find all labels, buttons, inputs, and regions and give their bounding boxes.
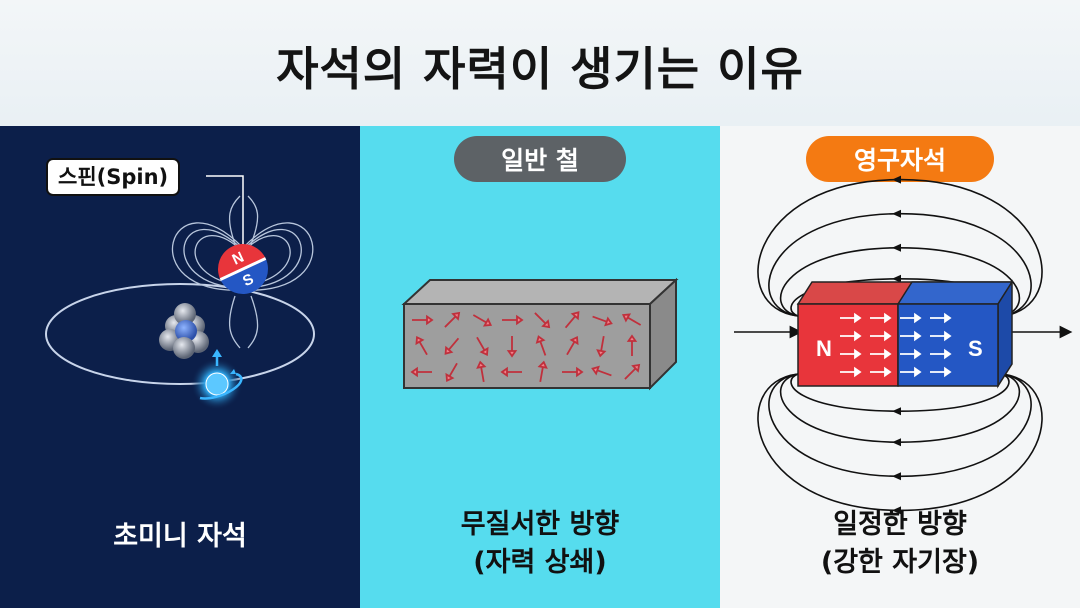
aligned-domain-arrows	[840, 312, 952, 378]
iron-caption: 무질서한 방향 (자력 상쇄)	[360, 506, 720, 582]
field-line-arrowhead	[892, 506, 901, 515]
domain-arrow	[444, 311, 461, 328]
field-line-arrowhead	[892, 175, 901, 184]
field-line-arrowhead	[892, 274, 901, 283]
field-line-arrowhead	[892, 243, 901, 252]
spin-leader-line	[206, 175, 244, 246]
aligned-arrow	[840, 366, 862, 378]
header: 자석의 자력이 생기는 이유	[0, 0, 1080, 126]
aligned-arrow	[900, 330, 922, 342]
magnetic-field-lines	[757, 175, 1043, 515]
spin-magnet: N S	[218, 244, 268, 294]
magnet-s-label: S	[968, 336, 983, 361]
domain-arrow	[415, 335, 428, 356]
domain-arrow	[591, 365, 612, 377]
magnet-n-label: N	[816, 336, 832, 361]
spin-label: 스핀(Spin)	[46, 158, 181, 196]
domain-arrow	[562, 366, 584, 378]
magnet-field-diagram: N S	[734, 175, 1073, 515]
domain-arrow	[596, 335, 607, 358]
aligned-arrow	[840, 348, 862, 360]
aligned-arrow	[840, 330, 862, 342]
aligned-arrow	[900, 312, 922, 324]
permanent-magnet-badge: 영구자석	[806, 136, 994, 182]
field-line-arrowhead	[892, 407, 901, 416]
domain-arrow	[410, 366, 432, 378]
domain-arrow	[412, 314, 434, 326]
iron-caption-line1: 무질서한 방향	[460, 509, 620, 540]
iron-caption-line2: (자력 상쇄)	[473, 547, 607, 578]
spin-field-lines	[172, 195, 314, 349]
domain-arrow	[621, 313, 642, 326]
aligned-arrow	[930, 312, 952, 324]
domain-arrow	[444, 337, 460, 355]
aligned-arrow	[870, 348, 892, 360]
iron-bar-diagram	[401, 277, 679, 391]
domain-arrow	[506, 336, 518, 358]
iron-bar-top	[401, 279, 679, 305]
electron	[191, 349, 243, 410]
field-line-arrowhead	[892, 209, 901, 218]
panel-spin: N S 스핀(Spin) 초미니 자석	[0, 126, 360, 608]
panel-permanent-magnet: 영구자석 N S 일정한 방향 (강한 자기장)	[720, 126, 1080, 608]
domain-arrow	[592, 315, 613, 327]
domain-arrow	[445, 362, 458, 383]
domain-arrow	[537, 360, 548, 383]
domain-arrow	[502, 314, 524, 326]
domain-arrow	[564, 311, 580, 329]
aligned-arrow	[870, 312, 892, 324]
domain-arrow	[566, 335, 579, 356]
aligned-arrow	[900, 366, 922, 378]
domain-arrow	[534, 312, 551, 329]
aligned-arrow	[900, 348, 922, 360]
panel-ordinary-iron: 일반 철 무질서한 방향 (자력 상쇄)	[360, 126, 720, 608]
domain-arrow	[535, 335, 547, 356]
domain-arrow	[472, 314, 493, 327]
random-domain-arrows	[410, 311, 642, 383]
aligned-arrow	[930, 366, 952, 378]
spin-caption: 초미니 자석	[113, 521, 247, 552]
magnet-caption-line2: (강한 자기장)	[820, 547, 980, 578]
domain-arrow	[624, 363, 641, 380]
aligned-arrow	[930, 330, 952, 342]
domain-arrow	[476, 336, 489, 357]
aligned-arrow	[870, 366, 892, 378]
iron-bar-front	[403, 303, 651, 389]
magnet-north-half	[797, 303, 899, 387]
domain-arrow	[500, 366, 522, 378]
aligned-arrow	[870, 330, 892, 342]
field-line-arrowhead	[892, 472, 901, 481]
ordinary-iron-badge: 일반 철	[454, 136, 626, 182]
domain-arrow	[476, 360, 487, 383]
field-line-arrowhead	[892, 438, 901, 447]
aligned-arrow	[930, 348, 952, 360]
domain-arrow	[626, 334, 638, 356]
page-title: 자석의 자력이 생기는 이유	[276, 42, 804, 96]
magnet-caption: 일정한 방향 (강한 자기장)	[720, 506, 1080, 582]
nucleus	[159, 303, 209, 359]
aligned-arrow	[840, 312, 862, 324]
magnet-caption-line1: 일정한 방향	[833, 509, 967, 540]
orbit-ring	[45, 283, 315, 385]
spin-diagram: N S	[45, 175, 315, 410]
